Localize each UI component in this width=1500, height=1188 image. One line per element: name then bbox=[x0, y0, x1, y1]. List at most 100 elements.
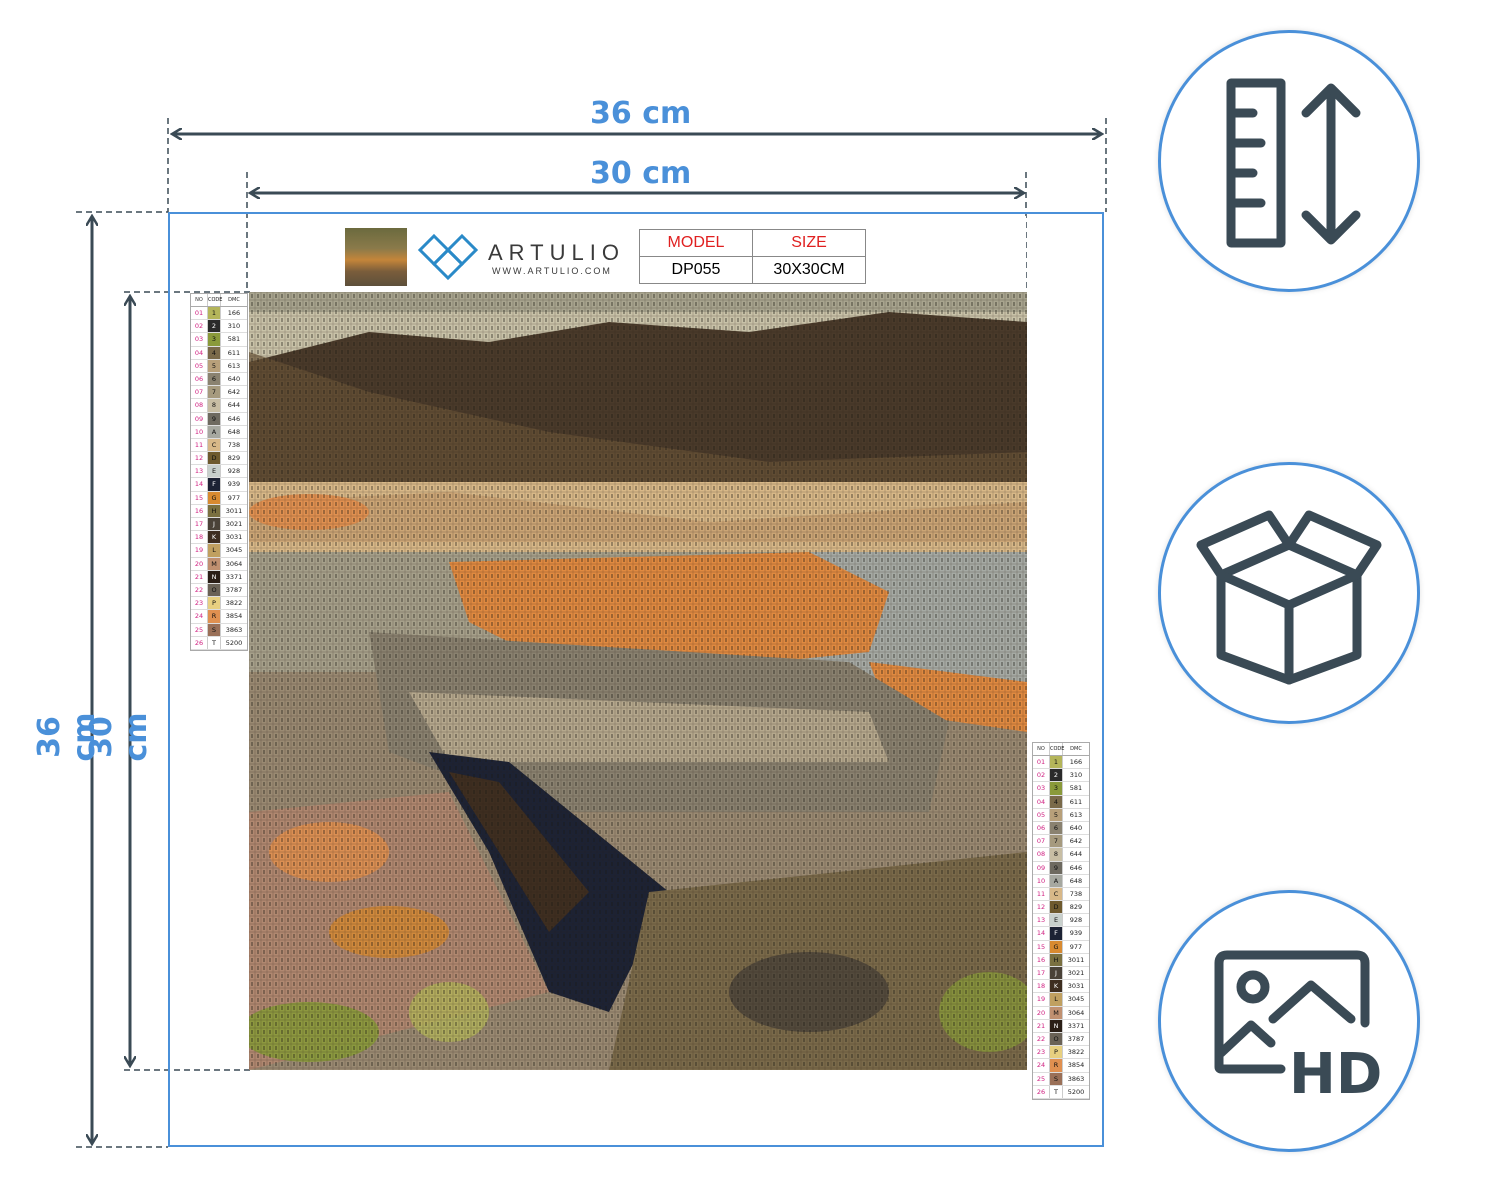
legend-number: 20 bbox=[194, 559, 204, 568]
package-feature-circle bbox=[1158, 462, 1420, 724]
size-header: SIZE bbox=[752, 229, 866, 257]
legend-number: 25 bbox=[194, 625, 204, 634]
legend-number: 26 bbox=[194, 638, 204, 647]
legend-code-swatch: O bbox=[1049, 1032, 1063, 1046]
height-feature-circle bbox=[1158, 30, 1420, 292]
legend-dmc: 3854 bbox=[225, 612, 243, 621]
legend-code-swatch: 8 bbox=[1049, 848, 1063, 861]
legend-dmc: 829 bbox=[1069, 903, 1083, 912]
legend-code-swatch: 5 bbox=[207, 359, 221, 372]
legend-dmc: 5200 bbox=[225, 638, 243, 647]
legend-number: 18 bbox=[1036, 982, 1046, 991]
inner-height-label: 30 cm bbox=[84, 712, 154, 762]
legend-dmc: 977 bbox=[1069, 942, 1083, 951]
legend-number: 03 bbox=[194, 335, 204, 344]
legend-dmc: 3822 bbox=[225, 599, 243, 608]
legend-code-swatch: A bbox=[1049, 874, 1063, 887]
legend-dmc: 648 bbox=[1069, 876, 1083, 885]
legend-code-swatch: H bbox=[207, 504, 221, 517]
legend-dmc: 3787 bbox=[1067, 1034, 1085, 1043]
legend-dmc: 646 bbox=[1069, 863, 1083, 872]
legend-code-swatch: O bbox=[207, 583, 221, 597]
legend-code-swatch: A bbox=[207, 425, 221, 438]
legend-number: 20 bbox=[1036, 1008, 1046, 1017]
legend-code-swatch: C bbox=[207, 438, 221, 452]
model-size-table: MODEL SIZE DP055 30X30CM bbox=[639, 229, 866, 284]
legend-dmc: 3031 bbox=[1067, 982, 1085, 991]
legend-number: 11 bbox=[194, 440, 204, 449]
legend-dmc: 3371 bbox=[1067, 1021, 1085, 1030]
legend-code-swatch: K bbox=[207, 531, 221, 544]
legend-number: 01 bbox=[1036, 758, 1046, 766]
legend-code-swatch: S bbox=[1049, 1072, 1063, 1085]
legend-dmc: 648 bbox=[227, 427, 241, 436]
legend-code-swatch: 9 bbox=[1049, 861, 1063, 874]
legend-dmc: 939 bbox=[1069, 929, 1083, 938]
legend-dmc: 928 bbox=[227, 467, 241, 476]
legend-dmc: 3021 bbox=[1067, 969, 1085, 977]
legend-code-swatch: L bbox=[1049, 993, 1063, 1006]
hd-feature-circle: HD bbox=[1158, 890, 1420, 1152]
ruler-height-icon bbox=[1226, 78, 1361, 248]
legend-number: 05 bbox=[1036, 810, 1046, 819]
legend-code-swatch: C bbox=[1049, 887, 1063, 901]
legend-dmc: 3822 bbox=[1067, 1048, 1085, 1057]
legend-dmc: 646 bbox=[227, 414, 241, 423]
legend-number: 04 bbox=[194, 348, 204, 357]
legend-code-swatch: 4 bbox=[1049, 795, 1063, 808]
legend-code-swatch: K bbox=[1049, 980, 1063, 993]
diamond-mosaic-pattern bbox=[249, 292, 1027, 1070]
legend-dmc: 738 bbox=[227, 440, 241, 449]
model-header: MODEL bbox=[639, 229, 753, 257]
legend-dmc: 581 bbox=[1069, 784, 1083, 793]
legend-number: 22 bbox=[194, 585, 204, 594]
legend-dmc: 642 bbox=[1069, 837, 1083, 846]
legend-number: 13 bbox=[194, 467, 204, 476]
legend-code-swatch: P bbox=[207, 597, 221, 610]
legend-number: 08 bbox=[194, 401, 204, 410]
legend-dmc: 5200 bbox=[1067, 1087, 1085, 1096]
legend-dmc: 977 bbox=[227, 493, 241, 502]
legend-dmc: 3031 bbox=[225, 533, 243, 542]
legend-dmc: 3064 bbox=[1067, 1008, 1085, 1017]
legend-dmc: 829 bbox=[227, 454, 241, 463]
legend-number: 06 bbox=[194, 374, 204, 383]
legend-number: 06 bbox=[1036, 823, 1046, 832]
legend-number: 10 bbox=[1036, 876, 1046, 885]
legend-dmc: 3863 bbox=[225, 625, 243, 634]
legend-number: 16 bbox=[194, 506, 204, 515]
legend-number: 14 bbox=[1036, 929, 1046, 938]
legend-code-swatch: 7 bbox=[207, 386, 221, 399]
legend-number: 22 bbox=[1036, 1034, 1046, 1043]
legend-number: 26 bbox=[1036, 1087, 1046, 1096]
legend-number: 21 bbox=[194, 572, 204, 581]
legend-number: 18 bbox=[194, 533, 204, 542]
legend-code-swatch: E bbox=[207, 465, 221, 478]
legend-dmc: 642 bbox=[227, 388, 241, 397]
